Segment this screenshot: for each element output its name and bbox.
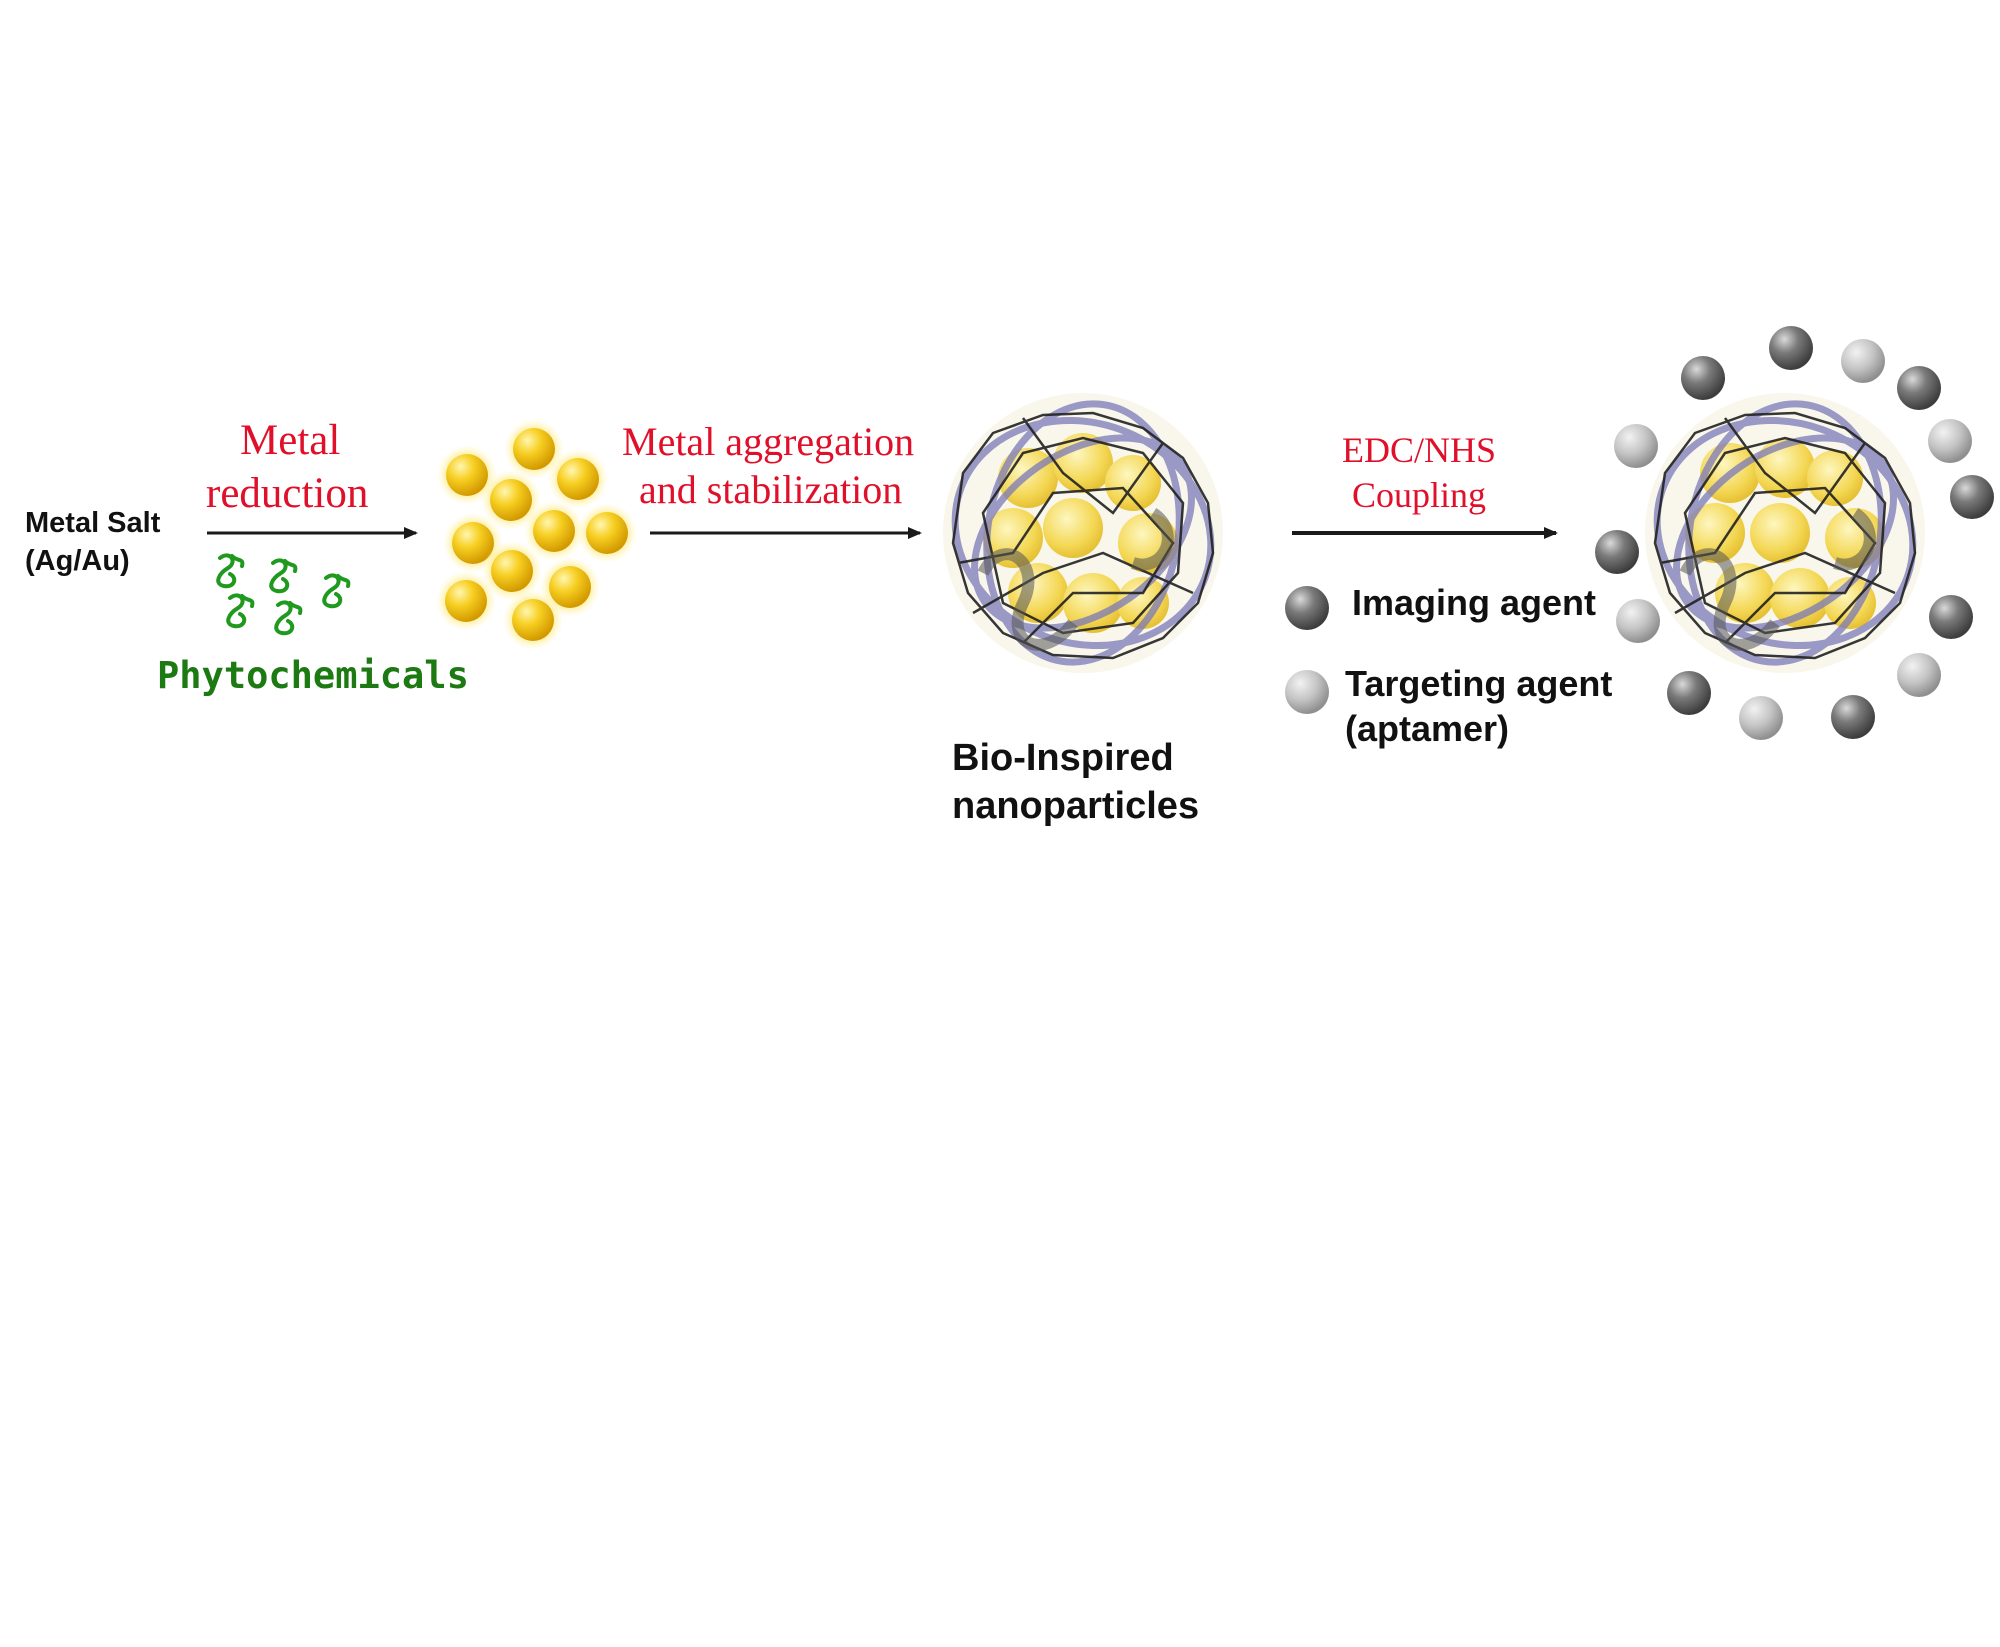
targeting-agent-label-2: (aptamer) [1345, 708, 1510, 749]
targeting-agent-spheres [1614, 339, 1972, 740]
coupling-label-1: EDC/NHS [1342, 430, 1497, 470]
metal-salt-formula: (Ag/Au) [25, 545, 130, 577]
imaging-agent-label: Imaging agent [1352, 582, 1597, 623]
metal-reduction-label-2: reduction [206, 470, 369, 517]
aggregation-label-1: Metal aggregation [622, 419, 915, 464]
targeting-agent-legend-icon [1285, 670, 1329, 714]
targeting-agent-label-1: Targeting agent [1345, 663, 1613, 704]
aggregation-label-2: and stabilization [639, 467, 903, 512]
metal-reduction-label-1: Metal [240, 417, 341, 464]
coupling-label-2: Coupling [1352, 475, 1487, 515]
gold-nanoparticles [436, 419, 637, 650]
functionalized-nanoparticle [1595, 326, 1994, 740]
bio-inspired-label-2: nanoparticles [952, 785, 1200, 827]
imaging-agent-spheres [1595, 326, 1994, 739]
phytochemical-icons [216, 553, 351, 636]
phytochemicals-label: Phytochemicals [157, 654, 469, 697]
imaging-agent-legend-icon [1285, 586, 1329, 630]
metal-salt-label: Metal Salt [25, 507, 161, 539]
bio-inspired-label-1: Bio-Inspired [952, 737, 1174, 779]
bio-nanoparticle [943, 393, 1223, 673]
